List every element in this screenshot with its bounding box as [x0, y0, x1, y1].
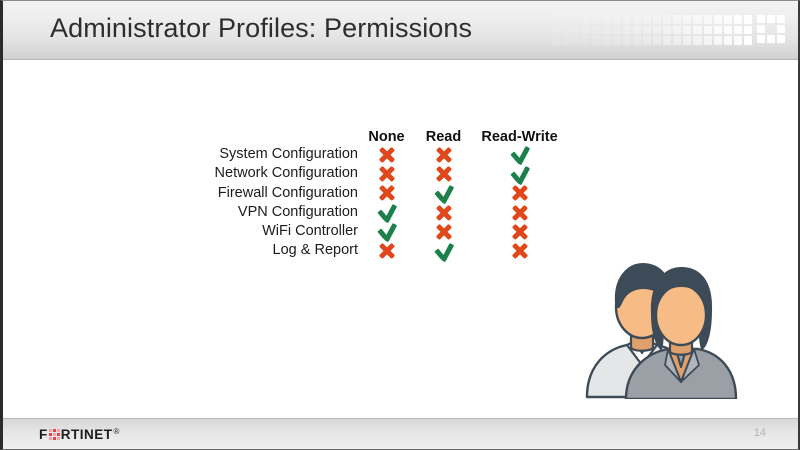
check-icon [376, 222, 398, 241]
row-label: VPN Configuration [237, 203, 358, 220]
cross-icon [509, 184, 531, 203]
permission-allowed-icon [415, 241, 472, 260]
column-header-blank [203, 129, 358, 145]
column-header-none: None [368, 129, 405, 145]
permission-allowed-icon [472, 164, 567, 183]
check-icon [509, 145, 531, 164]
row-label: Firewall Configuration [217, 184, 358, 201]
cross-icon [376, 165, 398, 184]
check-icon [376, 203, 398, 222]
permission-denied-icon [472, 241, 567, 260]
permission-allowed-icon [358, 222, 415, 241]
cross-icon [433, 165, 455, 184]
check-icon [433, 242, 455, 261]
permissions-table: None Read Read-Write System Configuratio… [203, 129, 567, 261]
fortinet-logo: F RTINET ® [39, 427, 119, 441]
cross-icon [376, 242, 398, 261]
row-label: System Configuration [219, 146, 358, 163]
permission-allowed-icon [472, 145, 567, 164]
table-row: Network Configuration [203, 164, 567, 183]
permission-denied-icon [358, 184, 415, 203]
cross-icon [433, 203, 455, 222]
cross-icon [376, 145, 398, 164]
permission-allowed-icon [415, 184, 472, 203]
check-icon [509, 165, 531, 184]
fortinet-grid-logo-white-icon [757, 15, 785, 43]
fortinet-logo-text-part1: F [39, 426, 48, 442]
two-users-avatar-icon [573, 249, 738, 399]
permissions-matrix: None Read Read-Write System Configuratio… [203, 129, 567, 261]
fortinet-trademark: ® [113, 427, 120, 436]
permission-denied-icon [472, 222, 567, 241]
check-icon [433, 184, 455, 203]
permission-denied-icon [415, 164, 472, 183]
table-row: Firewall Configuration [203, 184, 567, 203]
table-row: WiFi Controller [203, 222, 567, 241]
permission-denied-icon [358, 164, 415, 183]
page-title: Administrator Profiles: Permissions [50, 13, 473, 43]
permission-denied-icon [415, 222, 472, 241]
slide-footer: F RTINET ® 14 [3, 418, 798, 449]
row-label: Log & Report [272, 242, 358, 259]
table-row: Log & Report [203, 241, 567, 260]
header-dot-pattern [552, 15, 752, 45]
permission-denied-icon [358, 145, 415, 164]
cross-icon [509, 222, 531, 241]
table-row: VPN Configuration [203, 203, 567, 222]
permission-denied-icon [472, 184, 567, 203]
page-number: 14 [753, 427, 766, 439]
table-row: System Configuration [203, 145, 567, 164]
slide-header: Administrator Profiles: Permissions [3, 1, 798, 60]
permission-denied-icon [358, 241, 415, 260]
column-header-read-write: Read-Write [481, 129, 558, 145]
cross-icon [433, 222, 455, 241]
row-label: WiFi Controller [262, 223, 358, 240]
column-header-read: Read [425, 129, 462, 145]
fortinet-grid-logo-icon [48, 428, 60, 440]
permission-denied-icon [472, 203, 567, 222]
cross-icon [509, 203, 531, 222]
table-header-row: None Read Read-Write [203, 129, 567, 145]
permission-allowed-icon [358, 203, 415, 222]
cross-icon [376, 184, 398, 203]
fortinet-logo-text-part2: RTINET [60, 426, 113, 442]
cross-icon [433, 145, 455, 164]
table-header: None Read Read-Write [203, 129, 567, 145]
permission-denied-icon [415, 145, 472, 164]
cross-icon [509, 242, 531, 261]
permission-denied-icon [415, 203, 472, 222]
row-label: Network Configuration [214, 165, 358, 182]
